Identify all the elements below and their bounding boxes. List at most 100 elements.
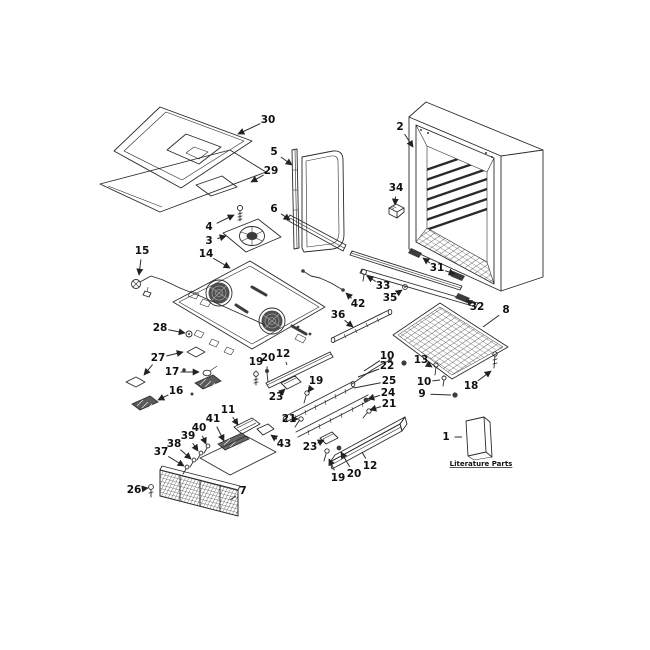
svg-text:33: 33: [376, 280, 391, 292]
callout-25: 25: [353, 375, 396, 389]
screw-19: [303, 390, 310, 404]
svg-text:10: 10: [380, 350, 395, 362]
handles-16: [131, 374, 222, 411]
callout-23: 23: [269, 388, 286, 403]
callout-19: 19: [307, 375, 323, 393]
svg-text:7: 7: [239, 485, 246, 497]
svg-text:24: 24: [381, 387, 396, 399]
svg-text:37: 37: [154, 446, 169, 458]
svg-text:19: 19: [331, 472, 346, 484]
rail-12-upper: [253, 351, 334, 404]
evaporator-cover-14: [172, 260, 326, 356]
screw-19: [253, 371, 259, 386]
svg-text:34: 34: [389, 182, 404, 194]
svg-text:2: 2: [396, 121, 403, 133]
callout-41: 41: [206, 413, 225, 442]
nut-9: [452, 392, 458, 398]
screw-13: [433, 362, 439, 376]
svg-text:8: 8: [502, 304, 509, 316]
evaporator-fan-3: [222, 218, 282, 253]
liner-floor-texture: [416, 228, 494, 284]
callout-32: 32: [465, 299, 485, 313]
fan-opening: [205, 279, 233, 307]
callout-38: 38: [167, 438, 192, 460]
callout-43: 43: [270, 434, 292, 450]
svg-text:11: 11: [221, 404, 236, 416]
screw-20: [265, 369, 269, 383]
svg-text:38: 38: [167, 438, 182, 450]
bracket-11: [233, 417, 261, 435]
callout-12: 12: [361, 451, 377, 472]
callout-22: 22: [357, 360, 395, 378]
svg-text:26: 26: [127, 484, 142, 496]
callout-40: 40: [192, 422, 207, 445]
callout-37: 37: [154, 446, 185, 467]
svg-text:43: 43: [277, 438, 292, 450]
callout-33: 33: [366, 275, 391, 292]
screw-35: [402, 284, 408, 290]
callout-34: 34: [389, 182, 404, 206]
callout-26: 26: [127, 484, 149, 496]
callout-24: 24: [367, 387, 396, 401]
waffle-panel-8: [392, 302, 509, 398]
screw-38: [189, 457, 197, 468]
svg-text:29: 29: [264, 165, 279, 177]
svg-text:22: 22: [380, 360, 395, 372]
svg-text:4: 4: [205, 221, 212, 233]
callout-16: 16: [157, 385, 184, 401]
svg-text:40: 40: [192, 422, 207, 434]
grille-7: [148, 465, 241, 517]
plate-43: [256, 423, 275, 436]
callout-10: 10: [417, 376, 441, 388]
callout-31: 31: [422, 257, 456, 276]
callout-6: 6: [270, 203, 291, 221]
svg-text:16: 16: [169, 385, 184, 397]
nut: [401, 360, 407, 366]
svg-text:6: 6: [270, 203, 277, 215]
screw-40: [203, 443, 211, 454]
svg-text:10: 10: [417, 376, 432, 388]
clip-17: [182, 365, 218, 377]
callout-3: 3: [205, 234, 227, 247]
callout-29: 29: [250, 165, 279, 183]
wire-42: [301, 269, 345, 292]
wire-harness-15: [131, 275, 266, 326]
svg-text:20: 20: [261, 352, 276, 364]
svg-text:15: 15: [135, 245, 150, 257]
callout-21: 21: [282, 413, 299, 425]
svg-text:9: 9: [418, 388, 425, 400]
fan-opening: [258, 307, 286, 335]
callout-11: 11: [221, 404, 239, 426]
callout-18: 18: [464, 370, 492, 392]
svg-text:30: 30: [261, 114, 276, 126]
evaporator-coils: [427, 146, 487, 232]
insulation-panels-30-29: [99, 106, 267, 213]
callout-12: 12: [276, 348, 290, 366]
callout-35: 35: [383, 289, 403, 304]
spacer-block-34: [388, 203, 405, 219]
svg-text:19: 19: [249, 356, 264, 368]
svg-text:32: 32: [470, 301, 485, 313]
svg-text:5: 5: [270, 146, 277, 158]
svg-text:21: 21: [282, 413, 297, 425]
freezer-liner-2: [408, 101, 544, 292]
callout-8: 8: [482, 304, 510, 328]
svg-text:27: 27: [151, 352, 166, 364]
literature-caption: Literature Parts: [450, 460, 513, 468]
svg-text:14: 14: [199, 248, 214, 260]
screw-39: [196, 450, 204, 461]
bracket-23: [319, 431, 339, 445]
callout-5: 5: [270, 146, 293, 166]
callout-23: 23: [303, 439, 325, 453]
callout-36: 36: [331, 309, 354, 328]
callout-14: 14: [199, 248, 231, 269]
screw-10: [441, 375, 447, 387]
callout-19: 19: [249, 356, 264, 372]
callout-42: 42: [345, 292, 365, 310]
callout-21: 21: [369, 398, 396, 412]
callout-17: 17: [165, 366, 200, 378]
gasket-pads-27: [125, 346, 206, 388]
